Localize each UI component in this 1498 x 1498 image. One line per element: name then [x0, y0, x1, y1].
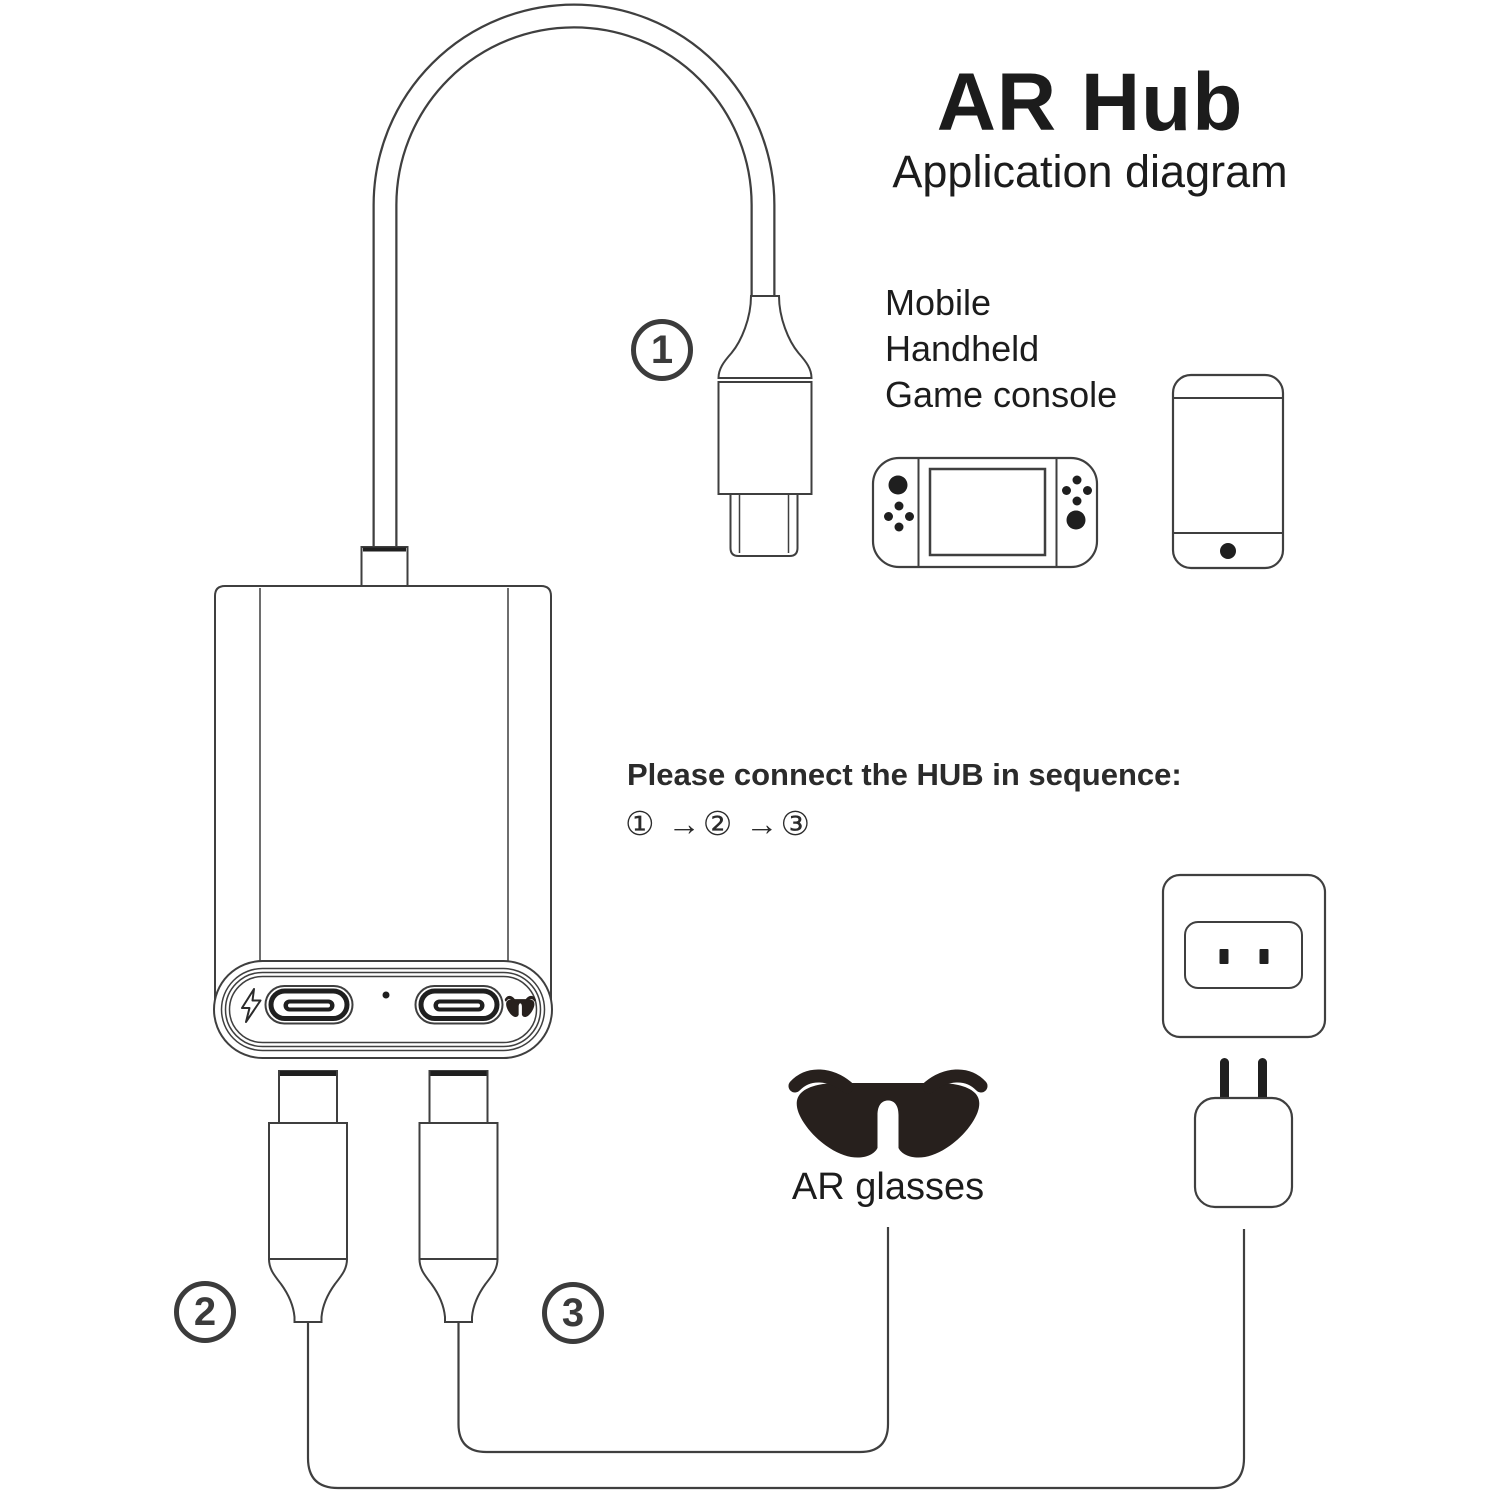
step-badge-2: 2	[174, 1281, 236, 1343]
step-badge-1: 1	[631, 319, 693, 381]
game-console-icon	[871, 456, 1099, 569]
usb-c-connector-1	[717, 295, 813, 557]
host-cable	[372, 3, 776, 572]
device-line-handheld: Handheld	[885, 328, 1040, 369]
phone-icon	[1171, 373, 1285, 570]
instruction-sequence: ① →② →③	[625, 805, 813, 842]
device-line-game-console: Game console	[885, 374, 1118, 415]
lightning-bolt-icon	[241, 988, 262, 1023]
hub-port-power	[264, 985, 354, 1025]
ar-glasses-label: AR glasses	[791, 1166, 985, 1208]
ar-hub-device	[213, 546, 553, 1059]
usb-c-connector-3	[420, 1071, 498, 1322]
device-line-mobile: Mobile	[885, 282, 992, 323]
instruction-heading: Please connect the HUB in sequence:	[627, 757, 1182, 792]
step-badge-3: 3	[542, 1282, 604, 1344]
page-title: AR Hub	[936, 57, 1244, 148]
led-indicator	[382, 991, 390, 999]
ar-glasses-icon	[795, 1076, 981, 1158]
page-subtitle: Application diagram	[892, 146, 1288, 197]
strain-relief	[360, 546, 409, 589]
cable-port3-to-glasses	[457, 1227, 890, 1454]
hub-port-glasses	[414, 985, 504, 1025]
wall-outlet-icon	[1161, 873, 1327, 1039]
source-device-list: Mobile Handheld Game console	[885, 280, 1117, 418]
power-adapter-icon	[1193, 1058, 1294, 1209]
hub-body	[214, 585, 552, 1010]
usb-c-connector-2	[269, 1071, 347, 1322]
cable-port2-to-adapter	[306, 1229, 1246, 1490]
